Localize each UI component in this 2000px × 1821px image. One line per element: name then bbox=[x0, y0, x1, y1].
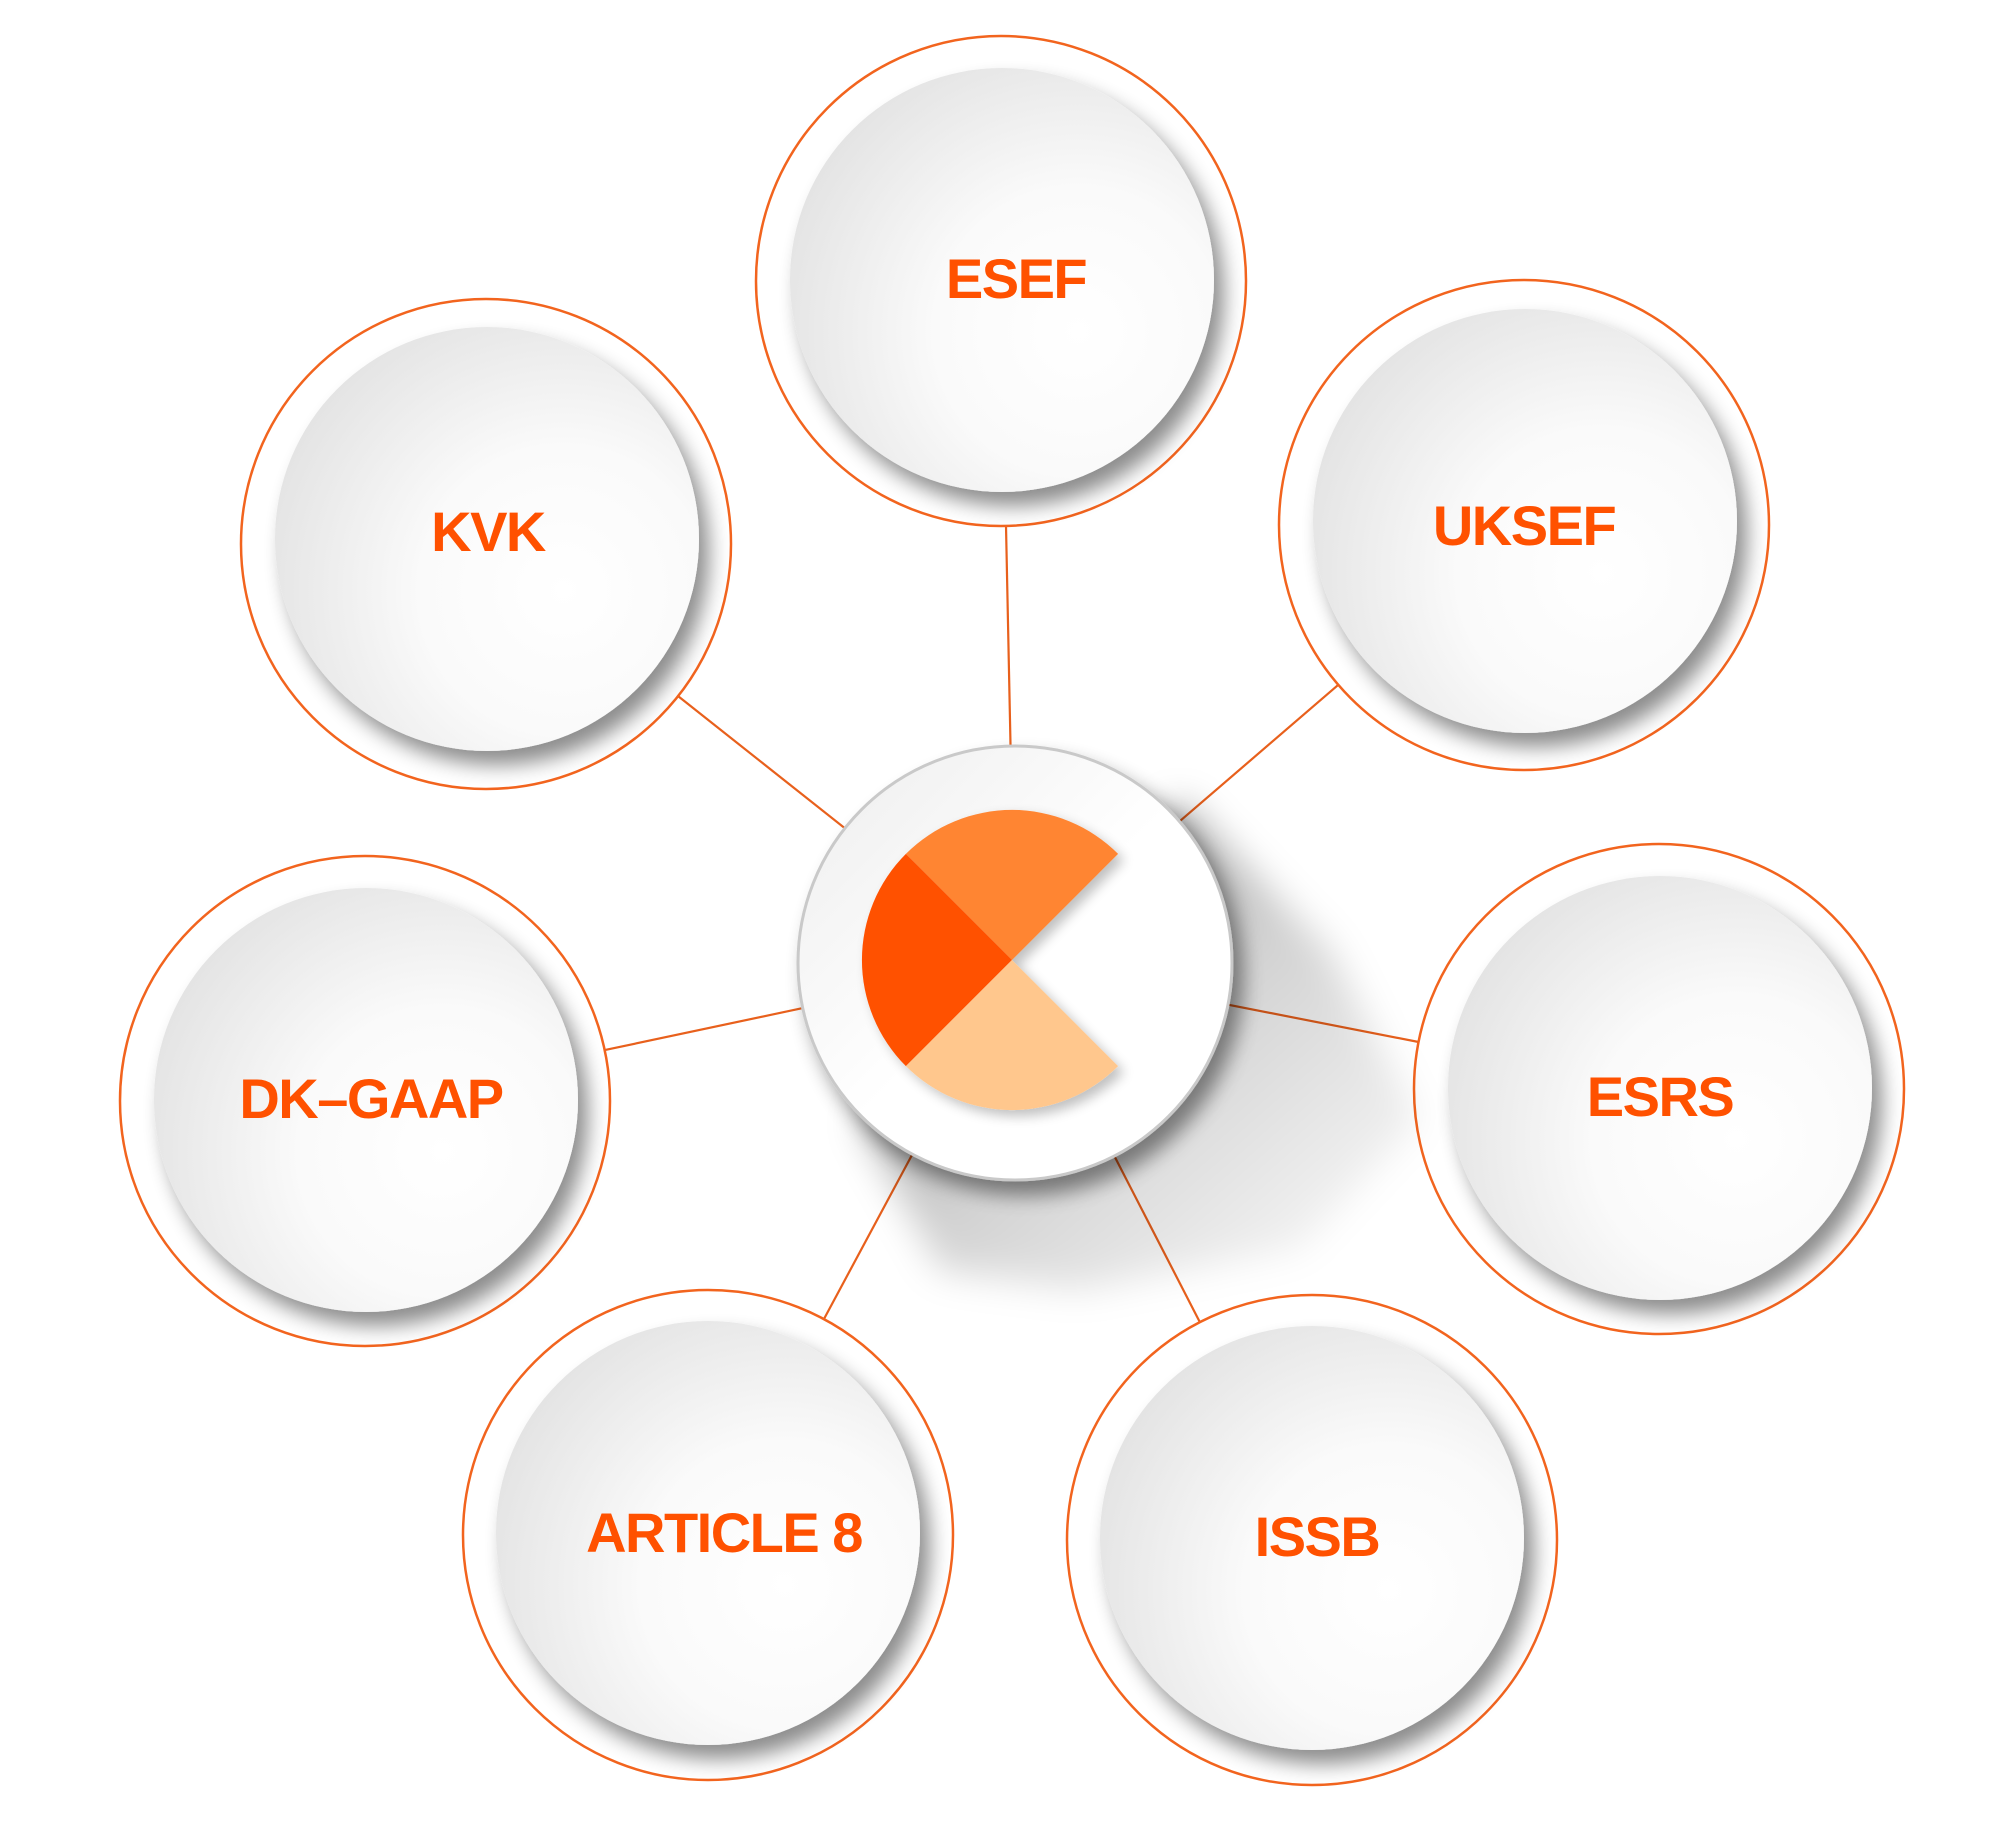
node-label-issb[interactable]: ISSB bbox=[1254, 1505, 1381, 1568]
node-disc-dk-gaap bbox=[154, 888, 578, 1312]
node-uksef[interactable] bbox=[1277, 278, 1771, 772]
node-dk-gaap[interactable] bbox=[118, 854, 612, 1348]
node-label-esrs[interactable]: ESRS bbox=[1586, 1065, 1735, 1128]
node-esef[interactable] bbox=[754, 34, 1248, 528]
node-label-article-8[interactable]: ARTICLE 8 bbox=[586, 1501, 863, 1564]
logo-slice-bottom bbox=[905, 960, 1119, 1111]
node-disc-kvk bbox=[275, 327, 699, 751]
framework-nodes bbox=[118, 34, 1906, 1787]
node-disc-esef bbox=[790, 68, 1214, 492]
node-label-dk-gaap[interactable]: DK–GAAP bbox=[239, 1067, 504, 1130]
node-disc-uksef bbox=[1313, 309, 1737, 733]
hub bbox=[796, 744, 1420, 1290]
logo-slice-left bbox=[861, 853, 1012, 1067]
node-label-esef[interactable]: ESEF bbox=[945, 247, 1088, 310]
logo-slice-top bbox=[905, 809, 1119, 960]
node-kvk[interactable] bbox=[239, 297, 733, 791]
node-disc-article-8 bbox=[496, 1321, 920, 1745]
node-disc-issb bbox=[1100, 1326, 1524, 1750]
node-disc-esrs bbox=[1448, 876, 1872, 1300]
node-article-8[interactable] bbox=[461, 1288, 955, 1782]
node-label-uksef[interactable]: UKSEF bbox=[1432, 494, 1617, 557]
node-label-kvk[interactable]: KVK bbox=[431, 500, 546, 563]
node-esrs[interactable] bbox=[1412, 842, 1906, 1336]
node-issb[interactable] bbox=[1065, 1293, 1559, 1787]
pie-chart-logo-icon bbox=[861, 809, 1119, 1111]
